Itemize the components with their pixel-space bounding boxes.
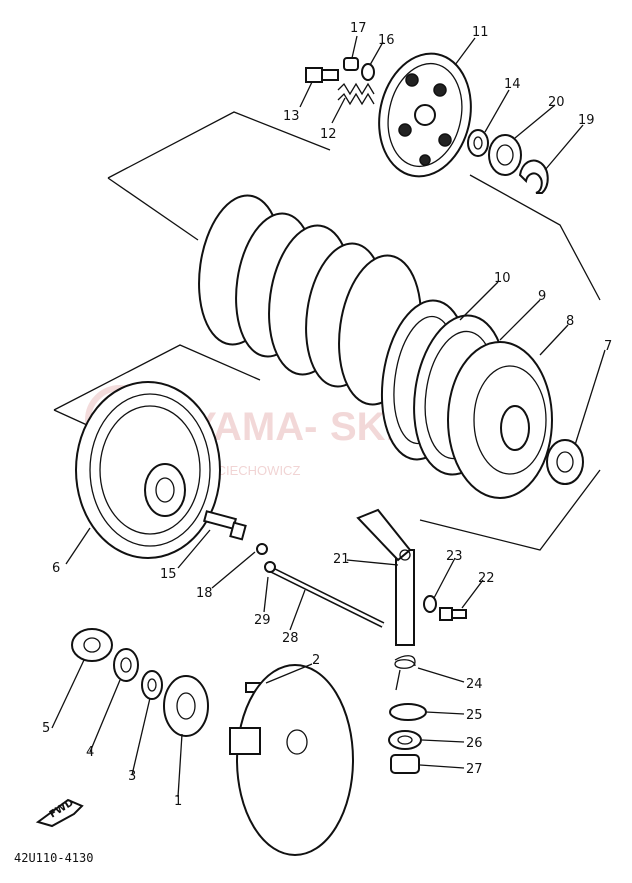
clutch-housing-6 xyxy=(75,381,221,559)
oil-seal-26 xyxy=(388,730,422,750)
clutch-boss-8 xyxy=(447,341,553,499)
ball-18 xyxy=(256,543,268,555)
push-lever-shaft-21 xyxy=(356,508,415,646)
part-label-10: 10 xyxy=(494,271,511,286)
washer-23 xyxy=(423,595,437,613)
part-label-6: 6 xyxy=(52,561,60,576)
part-labels: 11 17 16 13 12 14 20 19 10 9 8 7 6 15 18… xyxy=(42,21,612,809)
part-label-17: 17 xyxy=(350,21,367,36)
part-label-8: 8 xyxy=(566,314,574,329)
part-label-20: 20 xyxy=(548,95,565,110)
part-label-16: 16 xyxy=(378,33,395,48)
diagram-code: 42U110-4130 xyxy=(14,851,93,865)
part-label-21: 21 xyxy=(333,552,350,567)
leader-lines xyxy=(51,35,606,798)
fwd-arrow-icon: FWD xyxy=(35,797,84,828)
push-rod-28 xyxy=(270,567,385,628)
part-label-18: 18 xyxy=(196,586,213,601)
part-label-28: 28 xyxy=(282,631,299,646)
part-label-22: 22 xyxy=(478,571,495,586)
washer-16 xyxy=(361,63,375,81)
bearing-5 xyxy=(71,628,113,662)
nut-17 xyxy=(343,57,359,71)
clutch-plates xyxy=(198,194,422,406)
circlip-25 xyxy=(389,703,427,721)
part-label-25: 25 xyxy=(466,708,483,723)
bolt-15 xyxy=(202,510,247,541)
watermark-line2: OJCIECHOWICZ xyxy=(200,463,300,478)
part-label-14: 14 xyxy=(504,77,521,92)
spring-12 xyxy=(337,82,375,106)
part-label-15: 15 xyxy=(160,567,177,582)
part-label-12: 12 xyxy=(320,127,337,142)
washer-3 xyxy=(141,670,163,700)
part-label-5: 5 xyxy=(42,721,50,736)
part-label-27: 27 xyxy=(466,762,483,777)
part-label-29: 29 xyxy=(254,613,271,628)
part-label-23: 23 xyxy=(446,549,463,564)
part-label-4: 4 xyxy=(86,745,94,760)
screw-22 xyxy=(439,607,467,621)
push-cap-20 xyxy=(488,134,522,176)
bearing-14 xyxy=(467,129,489,157)
spring-24 xyxy=(394,655,416,691)
part-label-19: 19 xyxy=(578,113,595,128)
washer-4 xyxy=(113,648,139,682)
bushing-27 xyxy=(390,754,420,774)
primary-drive-gear-1 xyxy=(163,675,209,737)
part-label-2: 2 xyxy=(312,653,320,668)
part-label-7: 7 xyxy=(604,339,612,354)
circlip-19 xyxy=(518,159,549,194)
screw-13 xyxy=(305,67,339,83)
part-label-26: 26 xyxy=(466,736,483,751)
part-label-3: 3 xyxy=(128,769,136,784)
lock-washer-7 xyxy=(546,439,584,485)
part-label-9: 9 xyxy=(538,289,546,304)
part-label-1: 1 xyxy=(174,794,182,809)
part-label-13: 13 xyxy=(283,109,300,124)
pressure-plate-11 xyxy=(378,52,472,178)
crankshaft-flywheel xyxy=(229,664,354,856)
part-label-24: 24 xyxy=(466,677,483,692)
ball-29 xyxy=(264,561,276,573)
part-label-11: 11 xyxy=(472,25,489,40)
